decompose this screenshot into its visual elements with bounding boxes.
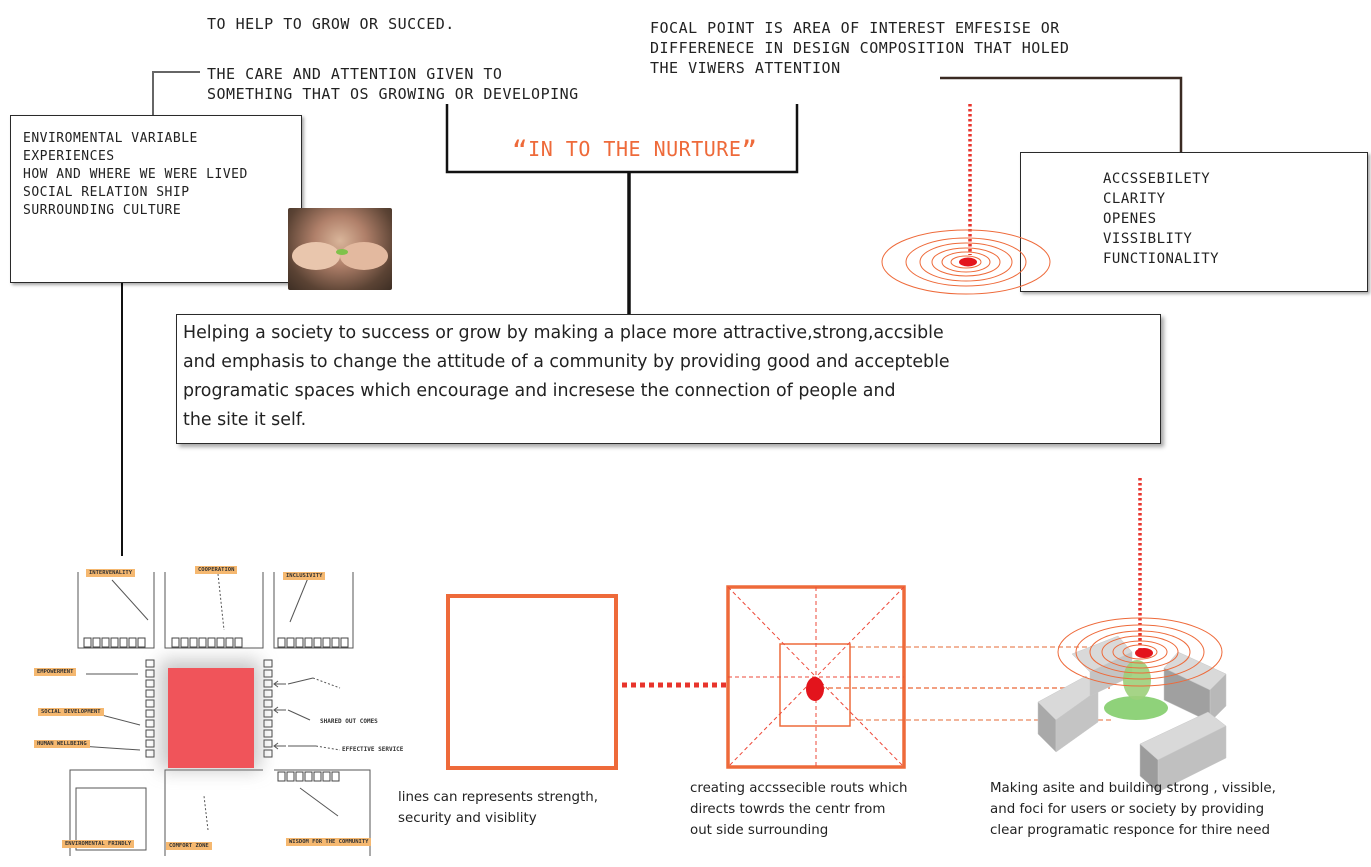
plan-label-top-mid: COOPERATION	[195, 566, 238, 574]
focal-point-definition: FOCAL POINT IS AREA OF INTEREST EMFESISE…	[650, 19, 1070, 77]
site-caption: Making asite and building strong , vissi…	[990, 781, 1276, 838]
nurture-factors-list: ENVIROMENTAL VARIABLE EXPERIENCES HOW AN…	[23, 131, 248, 218]
community-plan-diagram: INTERVENALITY COOPERATION INCLUSIVITY EM…	[28, 560, 404, 864]
plan-label-bottom-left: ENVIROMENTAL FRINDLY	[62, 840, 135, 848]
plan-label-right-2: EFFECTIVE SERVICE	[342, 746, 404, 753]
care-definition: THE CARE AND ATTENTION GIVEN TO SOMETHIN…	[207, 65, 579, 103]
page-title: “IN TO THE NURTURE”	[512, 136, 758, 166]
cupped-hands-photo	[288, 208, 392, 290]
nurture-factors-box: ENVIROMENTAL VARIABLE EXPERIENCES HOW AN…	[10, 115, 392, 290]
plan-label-left-2: SOCIAL DEVELOPMENT	[38, 708, 104, 716]
center-focus-dot	[806, 677, 824, 701]
strength-square	[446, 594, 618, 770]
help-definition: TO HELP TO GROW OR SUCCED.	[207, 15, 455, 33]
plan-lines	[69, 572, 371, 856]
qualities-box: ACCSSEBILETY CLARITY OPENES VISSIBLITY F…	[1020, 152, 1368, 292]
plan-label-bottom-right: WISDOM FOR THE COMMUNITY	[286, 838, 372, 846]
page-title-text: IN TO THE NURTURE	[528, 137, 742, 161]
plan-label-left-1: EMPOWERMENT	[34, 668, 77, 676]
close-quote: ”	[741, 136, 758, 166]
plan-label-left-3: HUMAN WELLBEING	[34, 740, 90, 748]
lines-caption: lines can represents strength, security …	[398, 790, 598, 826]
open-quote: “	[512, 136, 529, 166]
statement-text: Helping a society to success or grow by …	[183, 323, 950, 430]
qualities-list: ACCSSEBILETY CLARITY OPENES VISSIBLITY F…	[1103, 171, 1220, 267]
plan-label-right-1: SHARED OUT COMES	[320, 718, 378, 725]
statement-box: Helping a society to success or grow by …	[176, 314, 1161, 444]
routes-caption: creating accssecible routs which directs…	[690, 781, 908, 838]
plan-label-bottom-mid: COMFORT ZONE	[166, 842, 212, 850]
plan-label-top-right: INCLUSIVITY	[283, 572, 326, 580]
plan-label-top-left: INTERVENALITY	[86, 569, 136, 577]
center-block	[168, 668, 254, 768]
